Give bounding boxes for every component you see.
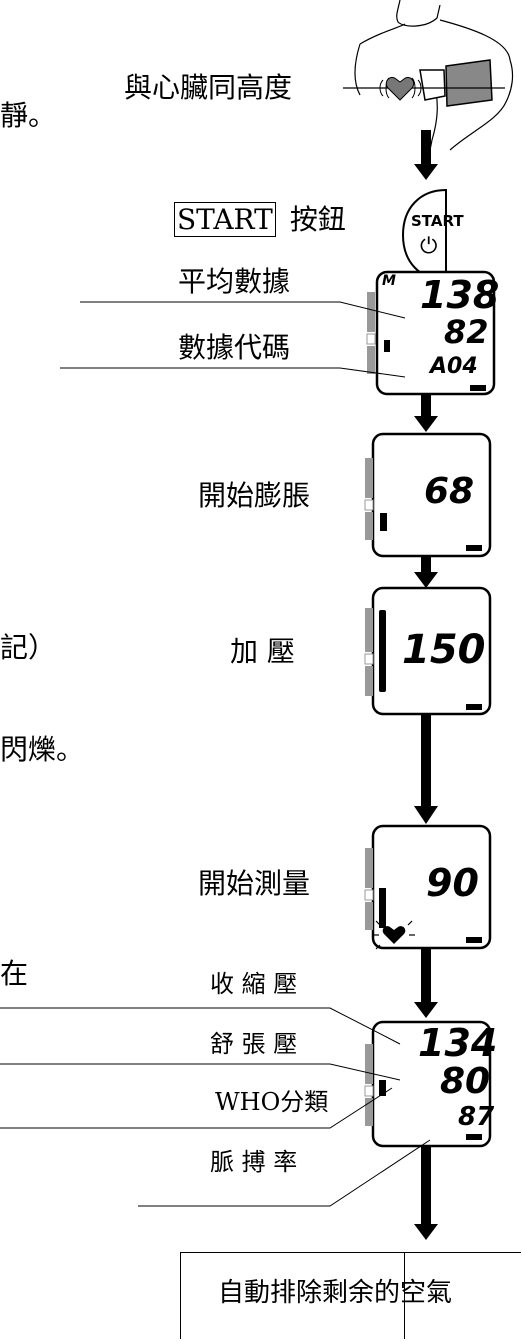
result-pulse: 87: [458, 1102, 495, 1132]
measuring-value: 90: [426, 861, 479, 905]
label-data-code: 數據代碼: [178, 331, 291, 364]
device-start-text: START: [411, 212, 464, 230]
auto-exhaust-frame: [180, 1252, 521, 1339]
label-pressurizing: 加 壓: [230, 635, 295, 668]
label-start-measurement: 開始測量: [198, 867, 311, 900]
power-icon[interactable]: ⏻: [420, 234, 438, 259]
start-key-label: START: [174, 202, 276, 237]
label-systolic: 收 縮 壓: [210, 970, 298, 998]
label-heart-height: 與心臟同高度: [124, 71, 293, 104]
memory-mark: M: [382, 273, 396, 289]
text-fragment-1: 靜。: [0, 99, 57, 132]
label-start-button: START 按鈕: [174, 202, 346, 237]
inflation-value: 68: [424, 471, 475, 512]
label-average-data: 平均數據: [178, 265, 291, 298]
memory-diastolic: 82: [444, 313, 489, 351]
memory-systolic: 138: [420, 273, 500, 317]
result-diastolic: 80: [440, 1061, 491, 1102]
result-systolic: 134: [418, 1021, 498, 1065]
pressurizing-value: 150: [402, 627, 486, 673]
text-fragment-4: 在: [0, 957, 29, 990]
label-who-class: WHO分類: [215, 1088, 329, 1116]
label-diastolic: 舒 張 壓: [210, 1030, 298, 1058]
text-fragment-3: 閃爍。: [0, 733, 85, 766]
text-fragment-2: 記）: [0, 631, 57, 664]
start-key-suffix: 按鈕: [289, 203, 346, 236]
label-auto-exhaust: 自動排除剩余的空氣: [218, 1278, 453, 1308]
heart-icon: [385, 76, 415, 101]
label-pulse-rate: 脈 搏 率: [210, 1148, 298, 1176]
label-start-inflation: 開始膨脹: [198, 479, 311, 512]
memory-code: A04: [430, 354, 478, 379]
